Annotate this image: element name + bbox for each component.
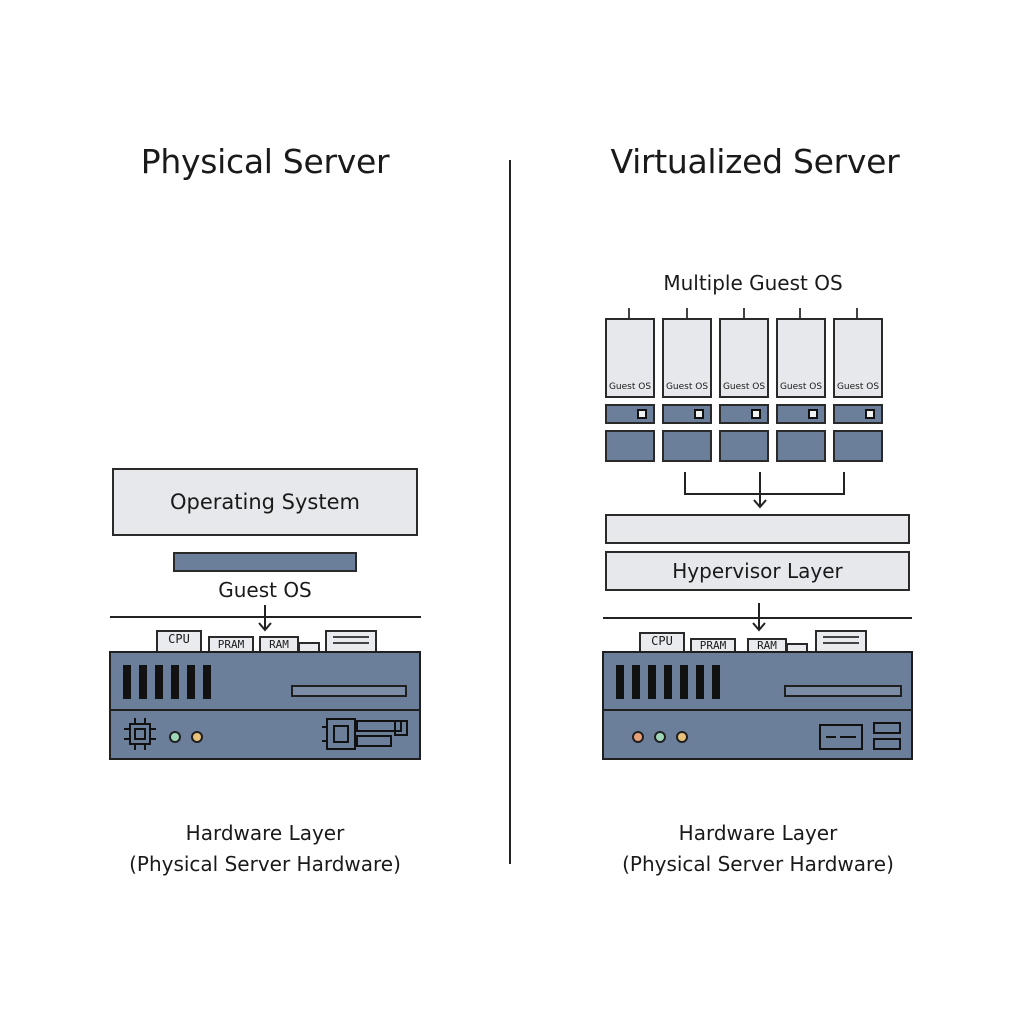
document-card — [815, 630, 867, 654]
virtualized-server-chassis — [602, 651, 913, 760]
physical-server-chassis — [109, 651, 421, 760]
vm-io-slot — [833, 404, 883, 424]
vent-slot — [648, 665, 656, 699]
vent-slot — [712, 665, 720, 699]
vm-label: Guest OS — [722, 382, 766, 392]
vm-connector — [686, 308, 688, 320]
down-arrow-icon — [752, 603, 766, 632]
hypervisor-layer-box: Hypervisor Layer — [605, 551, 910, 591]
hardware-layer-sublabel-right: (Physical Server Hardware) — [622, 852, 894, 876]
guest-os-vm: Guest OS — [833, 318, 883, 398]
vm-io-slot — [605, 404, 655, 424]
vm-base-block — [605, 430, 655, 462]
guest-os-vm: Guest OS — [662, 318, 712, 398]
vent-slot — [187, 665, 195, 699]
virtualized-server-title: Virtualized Server — [610, 142, 900, 181]
vent-slot — [171, 665, 179, 699]
ports-icon — [819, 722, 901, 750]
guest-os-label: Guest OS — [218, 578, 312, 602]
vm-connector — [799, 308, 801, 320]
status-led — [676, 731, 688, 743]
drive-slot — [291, 685, 407, 697]
vm-io-slot — [662, 404, 712, 424]
hardware-separator-line-right — [603, 617, 912, 619]
vm-label: Guest OS — [836, 382, 880, 392]
vent-slot — [664, 665, 672, 699]
multiple-guest-os-heading: Multiple Guest OS — [663, 271, 843, 295]
center-divider — [509, 160, 511, 864]
vm-io-slot — [776, 404, 826, 424]
vent-slot — [696, 665, 704, 699]
vm-io-slot — [719, 404, 769, 424]
vm-connector — [743, 308, 745, 320]
drive-slot — [784, 685, 902, 697]
status-led — [632, 731, 644, 743]
merge-bracket-arrow — [684, 472, 845, 509]
vm-label: Guest OS — [665, 382, 709, 392]
vent-slot — [123, 665, 131, 699]
physical-server-title: Physical Server — [140, 142, 390, 181]
guest-os-vm: Guest OS — [776, 318, 826, 398]
vent-slot — [680, 665, 688, 699]
vent-slot — [139, 665, 147, 699]
chip-icon — [124, 718, 156, 750]
status-led — [654, 731, 666, 743]
hypervisor-top-band — [605, 514, 910, 544]
down-arrow-icon — [258, 605, 272, 632]
hardware-separator-line — [110, 616, 421, 618]
vent-slot — [155, 665, 163, 699]
status-led — [191, 731, 203, 743]
guest-os-bar — [173, 552, 357, 572]
operating-system-box: Operating System — [112, 468, 418, 536]
hypervisor-layer-label: Hypervisor Layer — [672, 559, 843, 583]
cpu-chip: CPU — [156, 630, 202, 654]
vent-slot — [203, 665, 211, 699]
vm-base-block — [719, 430, 769, 462]
guest-os-vm: Guest OS — [719, 318, 769, 398]
vm-connector — [628, 308, 630, 320]
vm-connector — [856, 308, 858, 320]
hardware-layer-label: Hardware Layer — [185, 821, 345, 845]
hardware-layer-sublabel: (Physical Server Hardware) — [129, 852, 401, 876]
vm-label: Guest OS — [608, 382, 652, 392]
vm-base-block — [662, 430, 712, 462]
pram-chip: PRAM — [208, 636, 254, 654]
vent-slot — [616, 665, 624, 699]
hardware-layer-label-right: Hardware Layer — [678, 821, 838, 845]
guest-os-vm: Guest OS — [605, 318, 655, 398]
circuit-board-icon — [322, 718, 408, 750]
vm-base-block — [776, 430, 826, 462]
vm-base-block — [833, 430, 883, 462]
status-led — [169, 731, 181, 743]
vent-slot — [632, 665, 640, 699]
vm-label: Guest OS — [779, 382, 823, 392]
operating-system-label: Operating System — [170, 490, 360, 514]
